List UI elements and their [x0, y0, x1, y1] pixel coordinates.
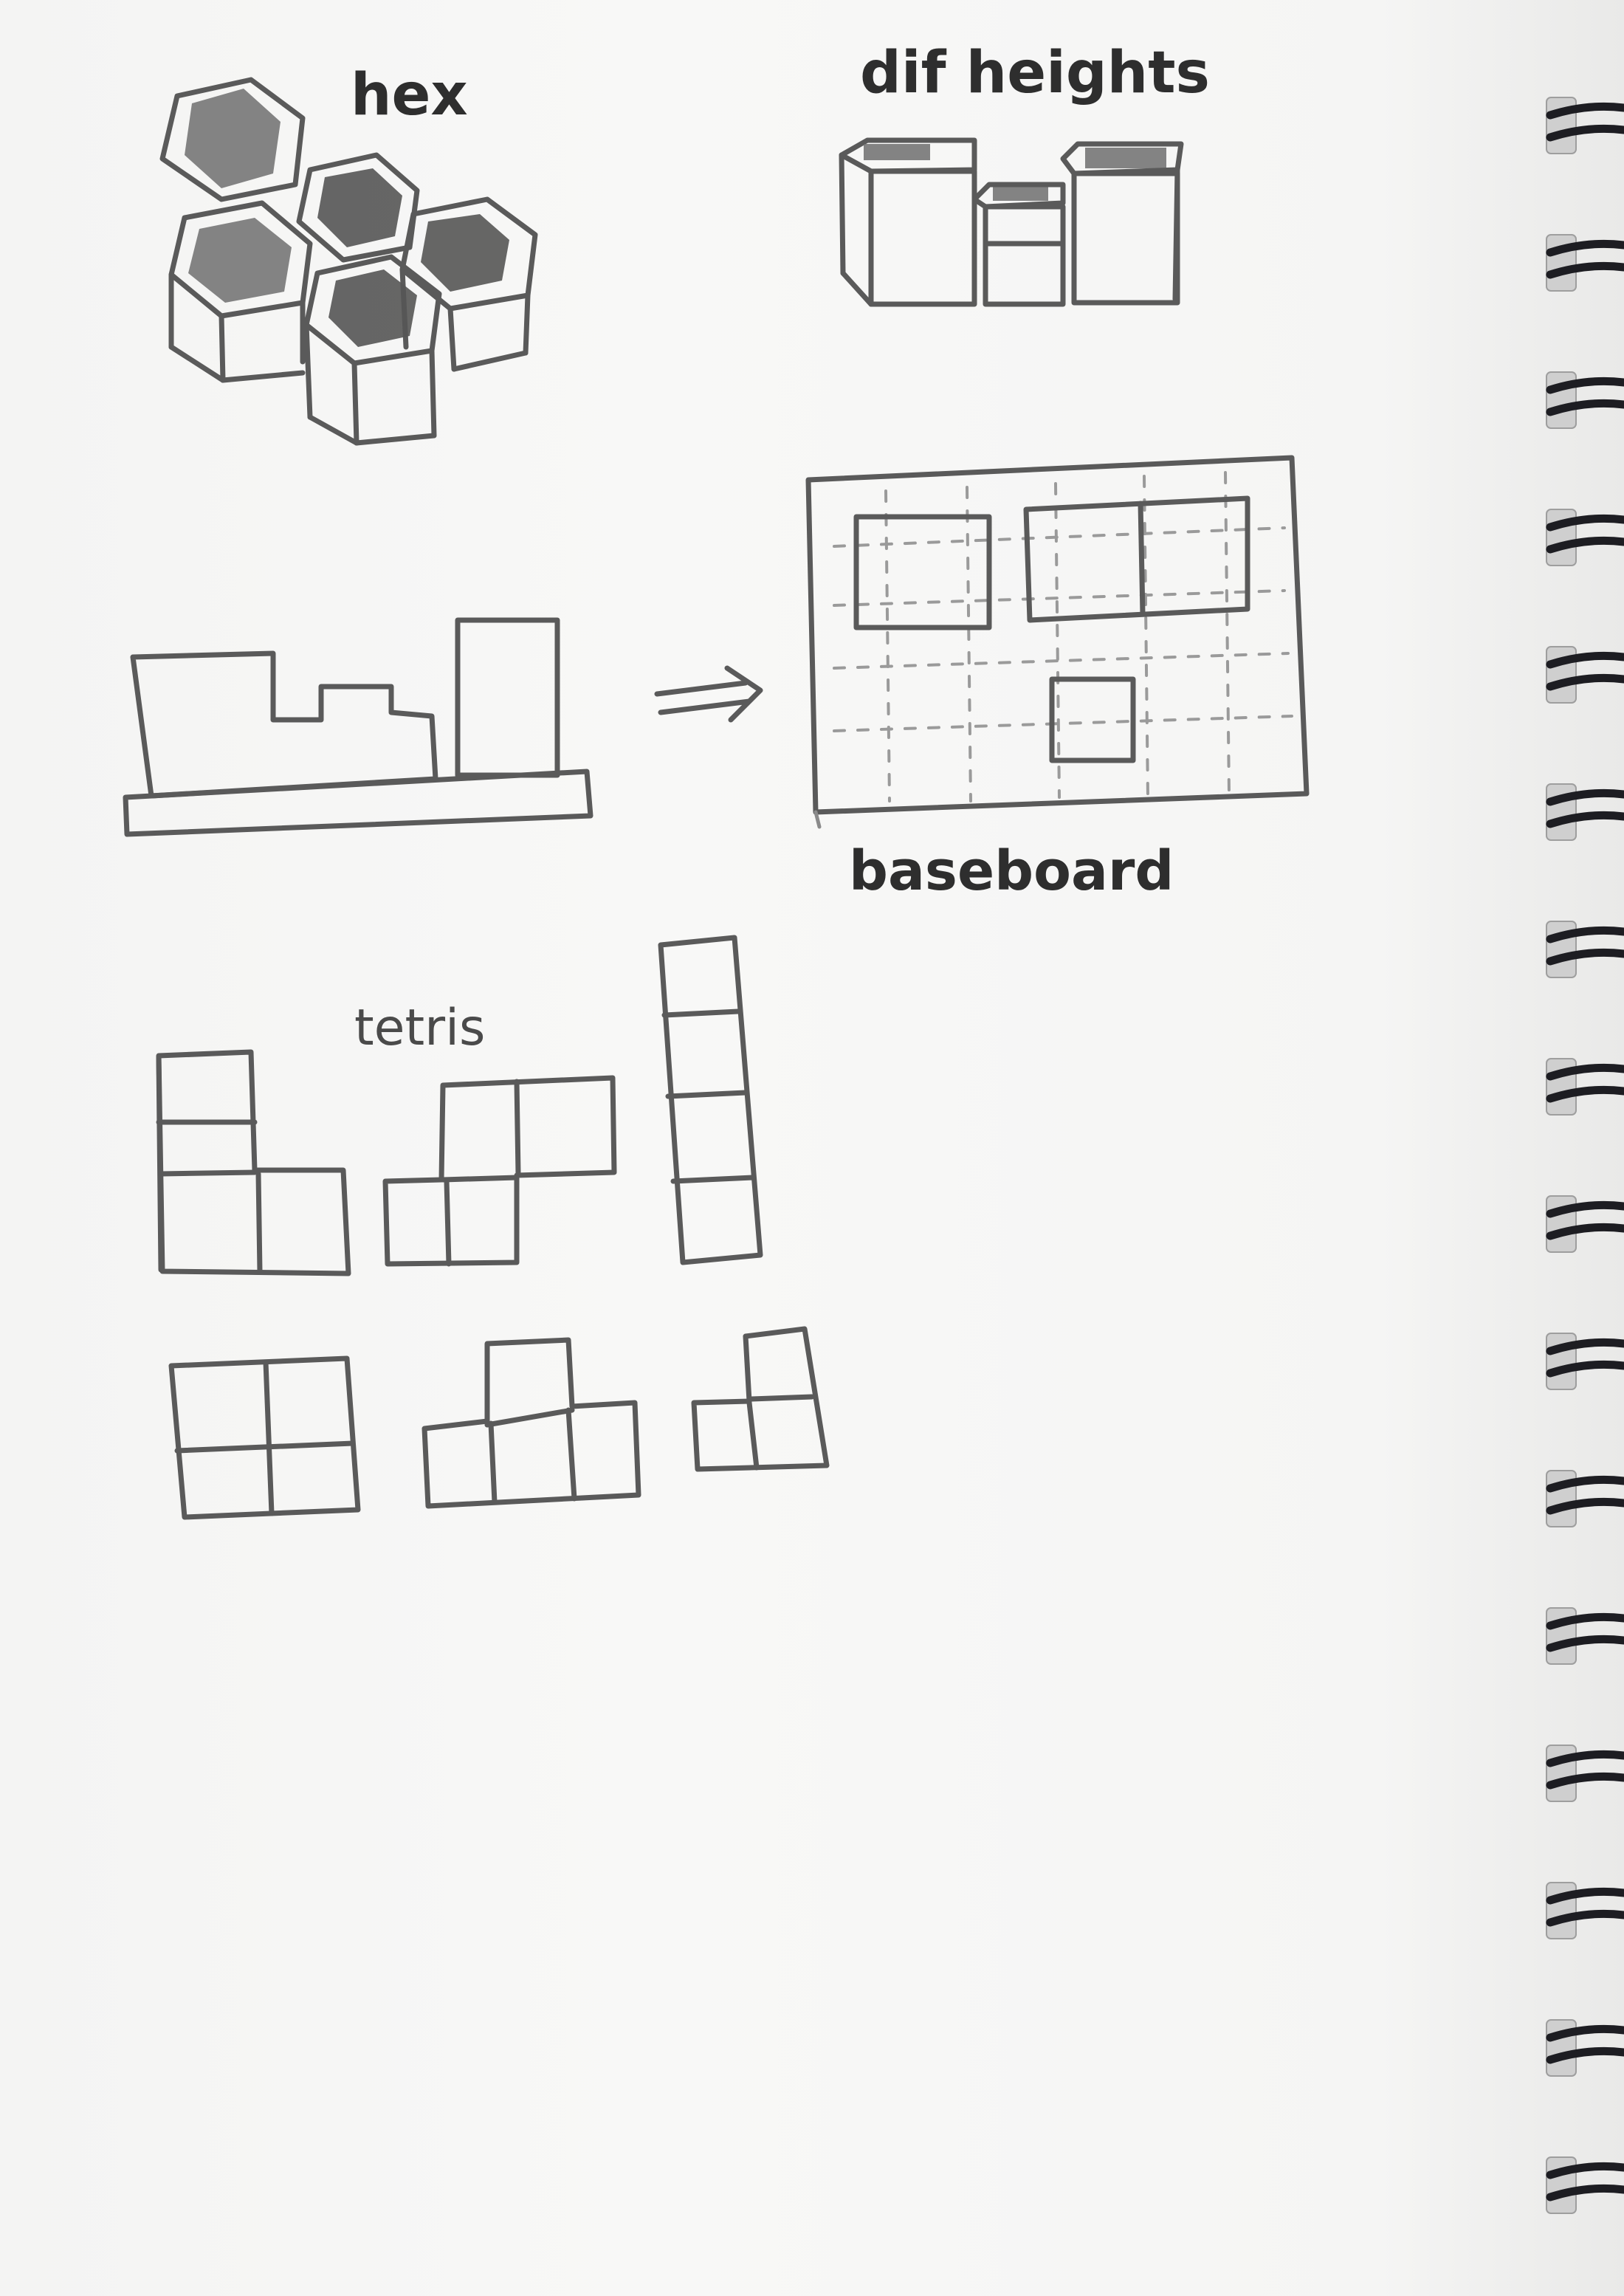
binding-coil [1546, 1058, 1624, 1116]
binding-coil [1546, 2019, 1624, 2077]
binding-wire [1546, 1909, 1624, 1927]
binding-coil [1546, 646, 1624, 704]
tetris-pieces-sketch: tetris [156, 935, 830, 1520]
label-baseboard: baseboard [849, 839, 1174, 903]
label-dif-heights: dif heights [860, 40, 1210, 106]
binding-wire [1546, 261, 1624, 279]
tetris-t-piece [422, 1337, 641, 1509]
binding-wire [1546, 1063, 1624, 1081]
binding-wire [1546, 239, 1624, 257]
different-heights-sketch: dif heights [839, 40, 1210, 307]
binding-wire [1546, 124, 1624, 142]
binding-coil [1546, 1745, 1624, 1802]
tetris-l-piece [156, 1049, 351, 1276]
spiral-binding [1546, 97, 1624, 2214]
binding-wire [1546, 1497, 1624, 1515]
binding-wire [1546, 651, 1624, 669]
tetris-i-piece [658, 935, 763, 1265]
binding-wire [1546, 1085, 1624, 1103]
tetris-small-l-piece [691, 1326, 830, 1472]
binding-coil [1546, 371, 1624, 429]
binding-wire [1546, 2046, 1624, 2064]
binding-wire [1546, 1223, 1624, 1240]
binding-coil [1546, 1607, 1624, 1665]
label-tetris: tetris [354, 999, 485, 1057]
hex-tiles-sketch: hex [159, 62, 538, 446]
binding-wire [1546, 811, 1624, 828]
binding-wire [1546, 948, 1624, 966]
binding-coil [1546, 2156, 1624, 2214]
baseboard-sketch: baseboard [805, 455, 1310, 903]
binding-coil [1546, 1882, 1624, 1939]
tetris-o-piece [168, 1355, 361, 1520]
binding-coil [1546, 509, 1624, 566]
binding-wire [1546, 673, 1624, 691]
binding-coil [1546, 1195, 1624, 1253]
binding-wire [1546, 536, 1624, 554]
binding-wire [1546, 2162, 1624, 2179]
binding-coil [1546, 783, 1624, 841]
binding-wire [1546, 102, 1624, 120]
binding-coil [1546, 234, 1624, 292]
binding-wire [1546, 1612, 1624, 1630]
binding-coil [1546, 921, 1624, 978]
label-hex: hex [351, 62, 468, 128]
binding-wire [1546, 1887, 1624, 1905]
tetris-s-piece [382, 1075, 617, 1267]
binding-coil [1546, 97, 1624, 154]
binding-coil [1546, 1333, 1624, 1390]
binding-wire [1546, 1750, 1624, 1767]
binding-wire [1546, 1772, 1624, 1790]
side-view-sketch [123, 617, 593, 837]
binding-wire [1546, 1635, 1624, 1652]
binding-wire [1546, 1200, 1624, 1218]
binding-wire [1546, 514, 1624, 532]
binding-wire [1546, 2184, 1624, 2202]
binding-wire [1546, 1360, 1624, 1378]
binding-coil [1546, 1470, 1624, 1527]
binding-wire [1546, 377, 1624, 394]
binding-wire [1546, 788, 1624, 806]
binding-wire [1546, 2024, 1624, 2042]
arrow-sketch [654, 665, 763, 723]
binding-wire [1546, 926, 1624, 944]
binding-wire [1546, 1475, 1624, 1493]
binding-wire [1546, 399, 1624, 416]
binding-wire [1546, 1338, 1624, 1355]
